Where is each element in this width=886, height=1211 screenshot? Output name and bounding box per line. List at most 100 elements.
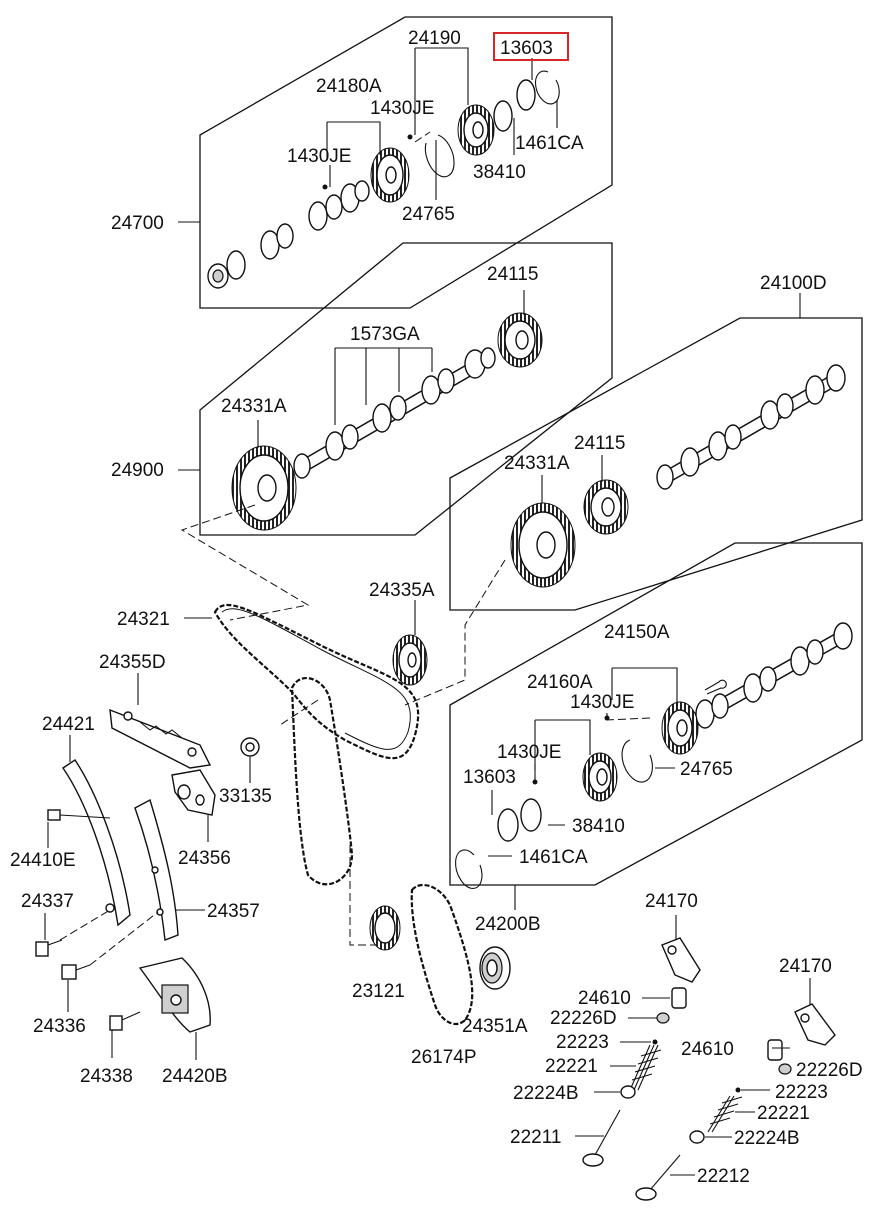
valve-22212[interactable]	[635, 1154, 681, 1201]
tensioner-24356[interactable]	[171, 769, 216, 816]
label-1430JE[interactable]: 1430JE	[370, 98, 434, 119]
spring-22221-b[interactable]	[707, 1095, 743, 1133]
dowel-pin[interactable]	[704, 679, 727, 695]
label-24331A[interactable]: 24331A	[504, 453, 570, 474]
label-38410[interactable]: 38410	[473, 162, 526, 183]
label-24356[interactable]: 24356	[178, 848, 231, 869]
camshaft-24200B[interactable]	[691, 622, 853, 729]
ring-38410[interactable]	[493, 100, 513, 132]
label-24421[interactable]: 24421	[42, 714, 95, 735]
sprocket-23121[interactable]	[369, 905, 401, 951]
timing-chain-26174P[interactable]	[290, 677, 474, 1026]
spring-22221-a[interactable]	[629, 1044, 662, 1091]
gear-24331A[interactable]	[231, 445, 297, 531]
label-22211[interactable]: 22211	[510, 1127, 561, 1148]
label-24765[interactable]: 24765	[680, 759, 733, 780]
label-38410[interactable]: 38410	[572, 816, 625, 837]
label-24420B[interactable]: 24420B	[162, 1066, 228, 1087]
label-22221[interactable]: 22221	[757, 1103, 810, 1124]
label-1430JE[interactable]: 1430JE	[570, 692, 634, 713]
guide-24421[interactable]	[62, 759, 131, 927]
snap-ring-24765[interactable]	[424, 134, 455, 178]
seal-22226D[interactable]	[778, 1063, 792, 1075]
label-22221[interactable]: 22221	[545, 1056, 598, 1077]
label-24170[interactable]: 24170	[645, 891, 698, 912]
camshaft-24100D[interactable]	[656, 364, 846, 490]
camshaft-24700[interactable]	[207, 176, 383, 289]
label-24170[interactable]: 24170	[779, 956, 832, 977]
label-24115[interactable]: 24115	[574, 433, 625, 454]
label-24610[interactable]: 24610	[681, 1039, 734, 1060]
label-24337[interactable]: 24337	[21, 891, 74, 912]
label-22224B[interactable]: 22224B	[734, 1128, 800, 1149]
tensioner-24420B[interactable]	[138, 957, 211, 1033]
label-1461CA[interactable]: 1461CA	[515, 133, 584, 154]
camshaft-24900[interactable]	[293, 347, 496, 479]
bolt-1430JE[interactable]	[322, 184, 328, 190]
retainer-22223[interactable]	[735, 1087, 741, 1093]
label-24331A[interactable]: 24331A	[221, 396, 287, 417]
sprocket-24150A[interactable]	[661, 701, 699, 755]
label-24338[interactable]: 24338	[80, 1066, 133, 1087]
seal-22226D[interactable]	[656, 1012, 670, 1024]
gear-24115[interactable]	[497, 312, 543, 368]
ring-13603[interactable]	[497, 808, 519, 842]
label-1573GA[interactable]: 1573GA	[350, 324, 420, 345]
label-22223[interactable]: 22223	[556, 1032, 609, 1053]
label-24610[interactable]: 24610	[578, 988, 631, 1009]
timing-chain-24321[interactable]	[213, 603, 420, 760]
seat-22224B[interactable]	[689, 1130, 705, 1144]
label-24190[interactable]: 24190	[408, 28, 461, 49]
bolt-24410E[interactable]	[47, 809, 111, 821]
label-24160A[interactable]: 24160A	[527, 672, 593, 693]
label-23121[interactable]: 23121	[352, 981, 405, 1002]
bolt-24336[interactable]	[61, 964, 91, 980]
rocker-arm-24170-b[interactable]	[794, 1003, 836, 1046]
ring-38410[interactable]	[520, 798, 542, 832]
gear-24115-b[interactable]	[583, 479, 629, 535]
sprocket-24180A[interactable]	[370, 147, 410, 203]
washer-33135[interactable]	[240, 737, 260, 757]
bolt-24337[interactable]	[35, 939, 63, 957]
label-24765[interactable]: 24765	[402, 204, 455, 225]
snap-ring-24765[interactable]	[621, 739, 653, 783]
gear-24160A[interactable]	[582, 752, 618, 802]
label-33135[interactable]: 33135	[219, 786, 272, 807]
label-1430JE[interactable]: 1430JE	[287, 146, 351, 167]
gear-24190[interactable]	[457, 104, 495, 156]
label-22226D[interactable]: 22226D	[796, 1060, 863, 1081]
seat-22224B[interactable]	[620, 1085, 636, 1099]
rocker-arm-24170-a[interactable]	[661, 937, 701, 983]
label-26174P[interactable]: 26174P	[411, 1047, 477, 1068]
label-24410E[interactable]: 24410E	[10, 850, 76, 871]
label-24355D[interactable]: 24355D	[99, 652, 166, 673]
label-24335A[interactable]: 24335A	[369, 580, 435, 601]
label-24200B[interactable]: 24200B	[475, 914, 541, 935]
lash-adjuster-24610-a[interactable]	[671, 987, 687, 1009]
bolt-24338[interactable]	[109, 1011, 141, 1031]
label-24150A[interactable]: 24150A	[604, 622, 670, 643]
bolt-1430JE[interactable]	[407, 134, 413, 140]
label-22226D[interactable]: 22226D	[550, 1008, 617, 1029]
label-1461CA[interactable]: 1461CA	[519, 847, 588, 868]
valve-22211[interactable]	[582, 1109, 621, 1167]
label-24115[interactable]: 24115	[487, 264, 538, 285]
guide-24355D[interactable]	[109, 708, 212, 769]
label-22223[interactable]: 22223	[775, 1082, 828, 1103]
label-24900[interactable]: 24900	[111, 460, 164, 481]
label-24351A[interactable]: 24351A	[462, 1016, 528, 1037]
label-24100D[interactable]: 24100D	[760, 273, 827, 294]
ring-1461CA[interactable]	[455, 849, 483, 890]
label-13603[interactable]: 13603	[500, 38, 553, 59]
label-1430JE[interactable]: 1430JE	[497, 742, 561, 763]
retainer-22223[interactable]	[652, 1039, 658, 1045]
gear-24331A-b[interactable]	[510, 502, 576, 588]
label-24357[interactable]: 24357	[207, 901, 260, 922]
label-13603[interactable]: 13603	[463, 767, 516, 788]
label-24700[interactable]: 24700	[111, 213, 164, 234]
lash-adjuster-24610-b[interactable]	[767, 1039, 783, 1061]
label-22212[interactable]: 22212	[697, 1166, 750, 1187]
label-24336[interactable]: 24336	[33, 1016, 86, 1037]
ring-1461CA[interactable]	[534, 70, 560, 105]
label-24321[interactable]: 24321	[117, 609, 170, 630]
